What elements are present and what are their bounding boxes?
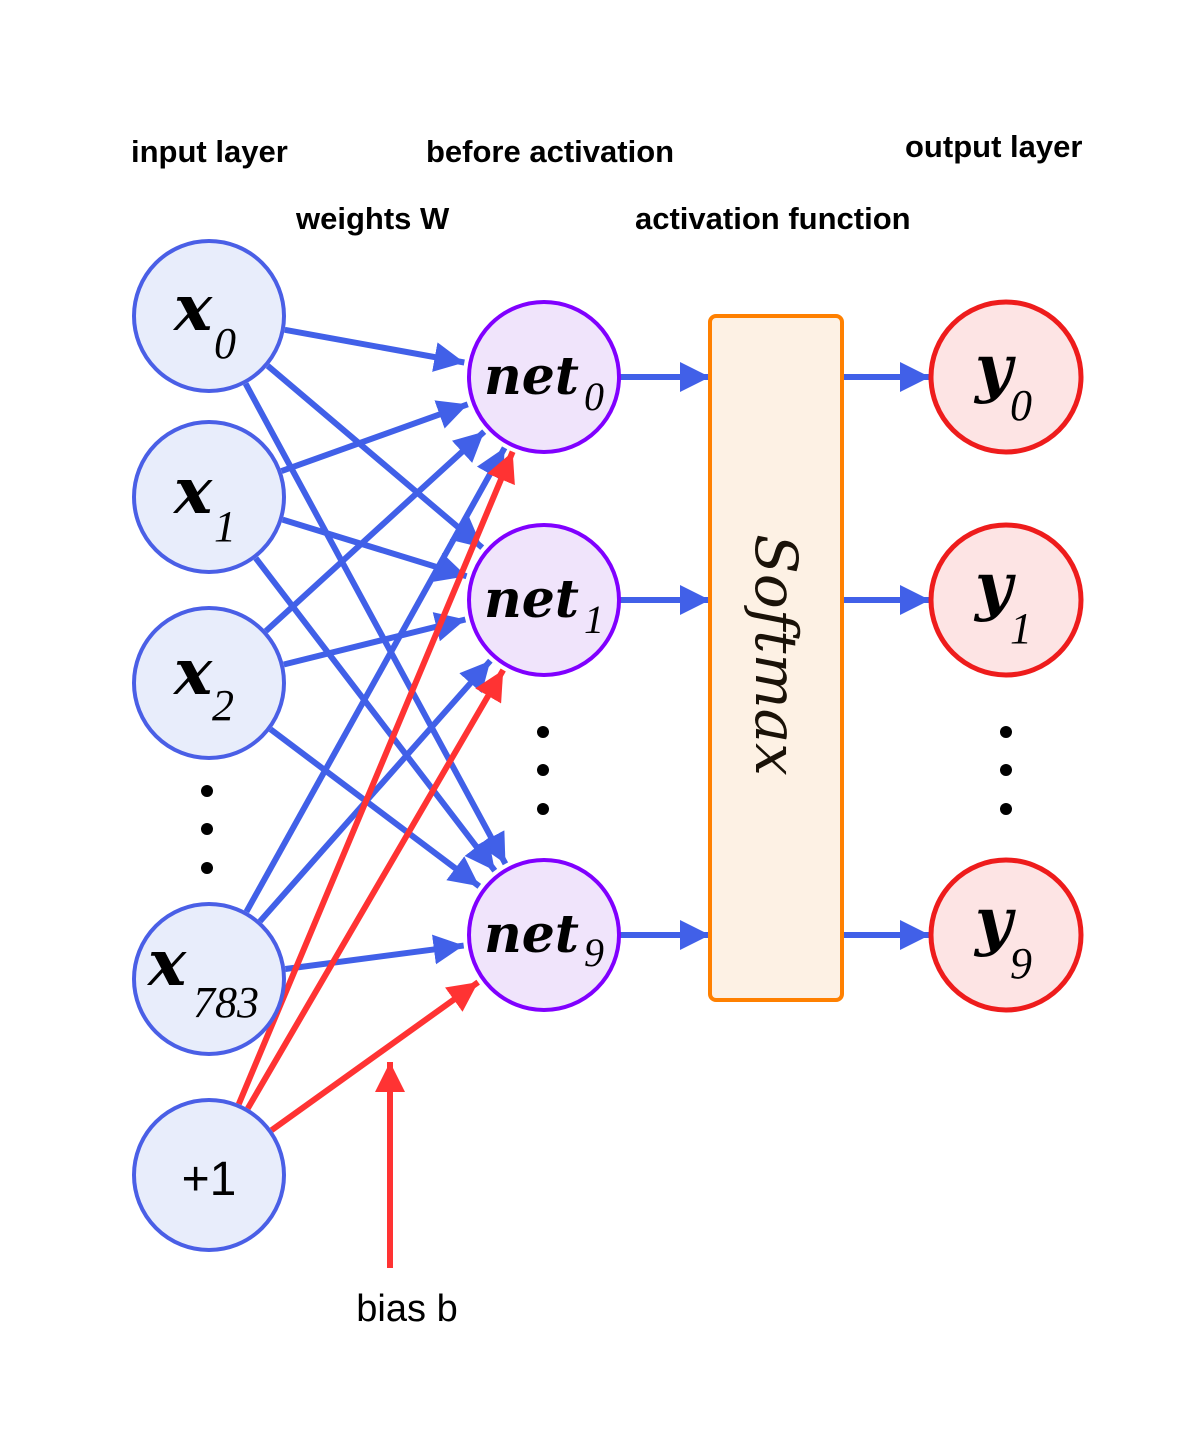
weight-edge	[263, 429, 487, 634]
ellipsis-dot	[1000, 764, 1012, 776]
input-node-symbol: x	[146, 926, 187, 1001]
input-node-circle	[132, 606, 286, 760]
before-activation-label: before activation	[426, 134, 674, 169]
ellipsis-dot	[537, 803, 549, 815]
output-node-subscript: 1	[1010, 604, 1032, 653]
input-ellipsis	[201, 785, 213, 874]
bias-label: bias b	[356, 1288, 457, 1330]
weight-edge	[257, 658, 493, 924]
output-node-subscript: 0	[1010, 381, 1032, 430]
input-node-subscript: 783	[193, 978, 259, 1027]
bias-node-label: +1	[182, 1153, 237, 1206]
input-node-x0: x 0	[132, 239, 286, 393]
net-node-circle	[467, 523, 621, 677]
net-node-0: net 0	[467, 300, 621, 454]
input-node-subscript: 0	[214, 319, 236, 368]
ellipsis-dot	[537, 726, 549, 738]
weight-edge	[284, 326, 465, 372]
output-node-y0: y 0	[928, 299, 1084, 455]
net-ellipsis	[537, 726, 549, 815]
input-node-subscript: 2	[212, 681, 234, 730]
weight-edge	[268, 726, 482, 889]
net-node-subscript: 0	[584, 374, 604, 419]
bias-edge	[236, 450, 516, 1106]
bias-annotation: bias b	[356, 1062, 458, 1330]
net-node-subscript: 1	[584, 597, 604, 642]
output-node-circle	[928, 299, 1084, 455]
weight-edge	[284, 934, 465, 972]
bias-edge	[269, 979, 480, 1133]
softmax-label: Softmax	[742, 534, 810, 776]
weight-edge	[243, 446, 508, 914]
input-layer-label: input layer	[131, 134, 288, 169]
output-node-y9: y 9	[928, 857, 1084, 1013]
output-node-symbol: y	[973, 331, 1016, 406]
weight-edge	[265, 363, 485, 550]
bias-node-circle	[132, 1098, 286, 1252]
net-node-symbol: net	[484, 346, 579, 407]
output-node-circle	[928, 522, 1084, 678]
net-node-symbol: net	[484, 569, 579, 630]
output-node-circle	[928, 857, 1084, 1013]
weights-label: weights W	[295, 201, 450, 236]
input-node-circle	[132, 902, 286, 1056]
output-node-symbol: y	[973, 549, 1016, 624]
ellipsis-dot	[201, 862, 213, 874]
weight-edge	[243, 382, 509, 866]
output-ellipsis	[1000, 726, 1012, 815]
input-node-x1: x 1	[132, 420, 286, 574]
softmax-box-rect	[708, 314, 844, 1002]
input-node-x783: x 783	[132, 902, 286, 1056]
net-node-circle	[467, 300, 621, 454]
input-node-circle	[132, 420, 286, 574]
input-node-circle	[132, 239, 286, 393]
edges-layer	[236, 326, 930, 1133]
weight-edge	[280, 400, 469, 474]
ellipsis-dot	[201, 823, 213, 835]
weight-edge	[253, 556, 498, 873]
net-node-circle	[467, 858, 621, 1012]
output-node-y1: y 1	[928, 522, 1084, 678]
activation-function-label: activation function	[635, 201, 911, 236]
bias-node: +1	[132, 1098, 286, 1252]
ellipsis-dot	[537, 764, 549, 776]
net-node-subscript: 9	[584, 930, 604, 975]
softmax-box: Softmax	[708, 314, 844, 1002]
net-node-symbol: net	[484, 904, 579, 965]
input-node-x2: x 2	[132, 606, 286, 760]
ellipsis-dot	[201, 785, 213, 797]
output-node-symbol: y	[973, 884, 1016, 959]
output-layer-label: output layer	[905, 129, 1082, 164]
input-node-symbol: x	[172, 454, 213, 529]
weight-edge	[283, 612, 467, 668]
output-node-subscript: 9	[1010, 939, 1032, 988]
input-node-symbol: x	[172, 635, 213, 710]
input-node-symbol: x	[172, 271, 213, 346]
net-node-9: net 9	[467, 858, 621, 1012]
net-node-1: net 1	[467, 523, 621, 677]
input-node-subscript: 1	[214, 502, 236, 551]
bias-edge	[245, 668, 506, 1110]
ellipsis-dot	[1000, 726, 1012, 738]
ellipsis-dot	[1000, 803, 1012, 815]
